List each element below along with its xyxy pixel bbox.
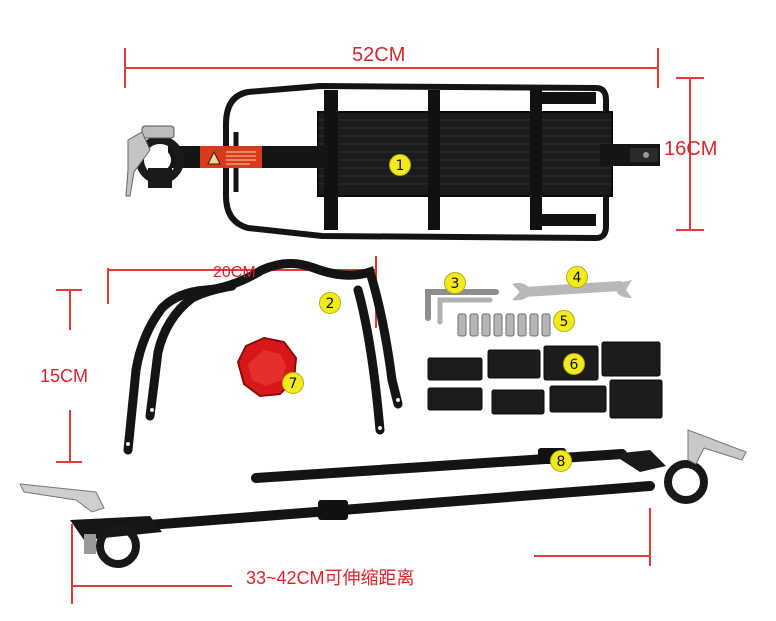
warning-label <box>200 146 262 168</box>
part-5-badge: 5 <box>553 310 575 332</box>
part-6-badge: 6 <box>563 353 585 375</box>
part-4-badge: 4 <box>566 266 588 288</box>
rubber-pads <box>427 341 663 419</box>
rack-height-label: 16CM <box>664 138 718 160</box>
rack-width-label: 52CM <box>352 44 406 66</box>
arm-range-label: 33~42CM可伸缩距离 <box>246 568 415 588</box>
reflector <box>236 336 298 398</box>
wrench <box>512 280 632 301</box>
stay-height-label: 15CM <box>40 366 89 386</box>
rear-rack <box>125 82 660 242</box>
dimension-lines <box>56 48 704 604</box>
stay-width-label: 20CM <box>213 264 256 281</box>
hex-keys <box>425 289 499 325</box>
part-8-badge: 8 <box>550 450 572 472</box>
part-2-badge: 2 <box>319 292 341 314</box>
arm-clamp-right <box>664 429 747 504</box>
arm-clamp-left <box>19 483 162 568</box>
support-stays <box>123 259 403 455</box>
part-1-badge: 1 <box>389 154 411 176</box>
part-3-badge: 3 <box>444 272 466 294</box>
seatpost-clamp <box>125 125 184 197</box>
warning-triangle-icon <box>207 150 221 165</box>
part-7-badge: 7 <box>282 372 304 394</box>
screws <box>457 313 551 337</box>
